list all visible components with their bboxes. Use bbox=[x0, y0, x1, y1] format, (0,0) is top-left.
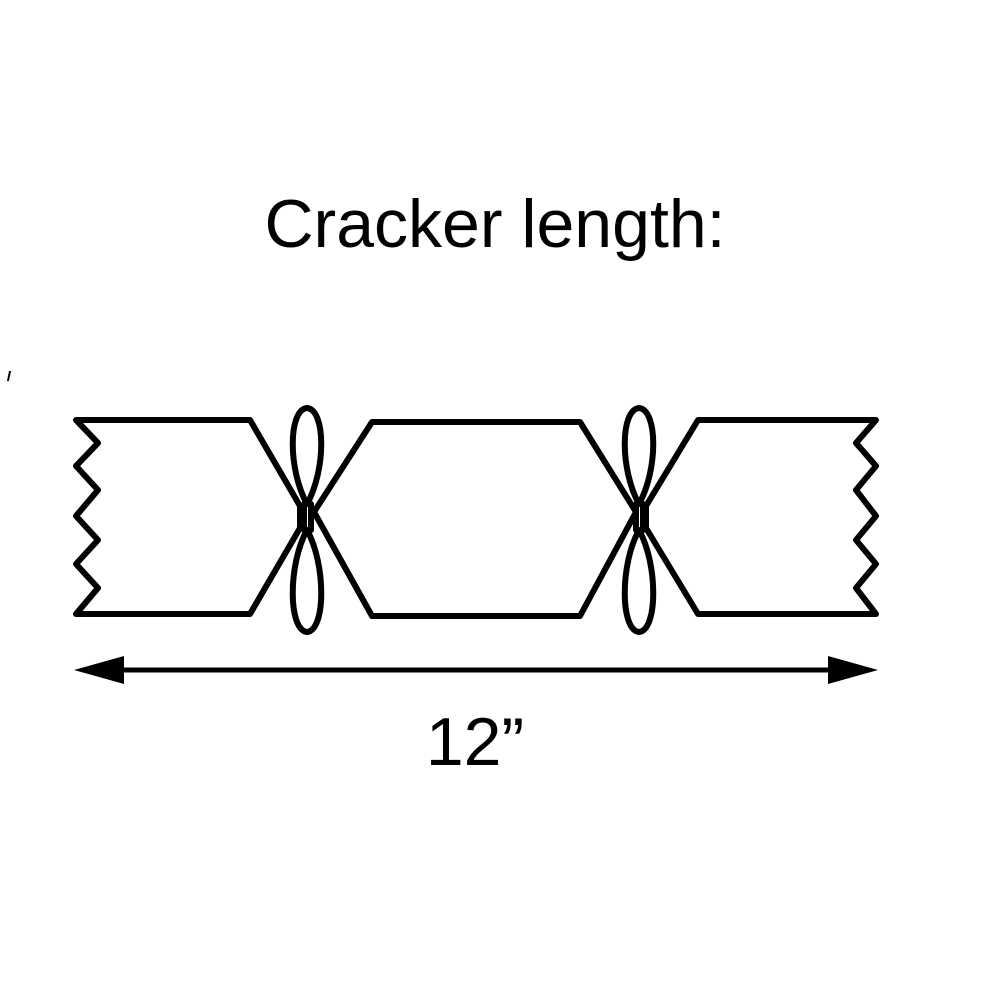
double-arrow-icon bbox=[74, 656, 878, 684]
cracker-body bbox=[311, 419, 639, 619]
arrowhead-right bbox=[828, 656, 878, 684]
arrowhead-left bbox=[74, 656, 124, 684]
cracker-right-bow bbox=[621, 405, 657, 635]
diagram-title: Cracker length: bbox=[264, 186, 726, 262]
measurement-label: 12” bbox=[425, 704, 525, 780]
cracker-icon bbox=[73, 405, 879, 635]
cracker-right-end bbox=[643, 417, 879, 617]
cracker-left-bow bbox=[289, 405, 325, 635]
cracker-left-end bbox=[73, 417, 303, 617]
